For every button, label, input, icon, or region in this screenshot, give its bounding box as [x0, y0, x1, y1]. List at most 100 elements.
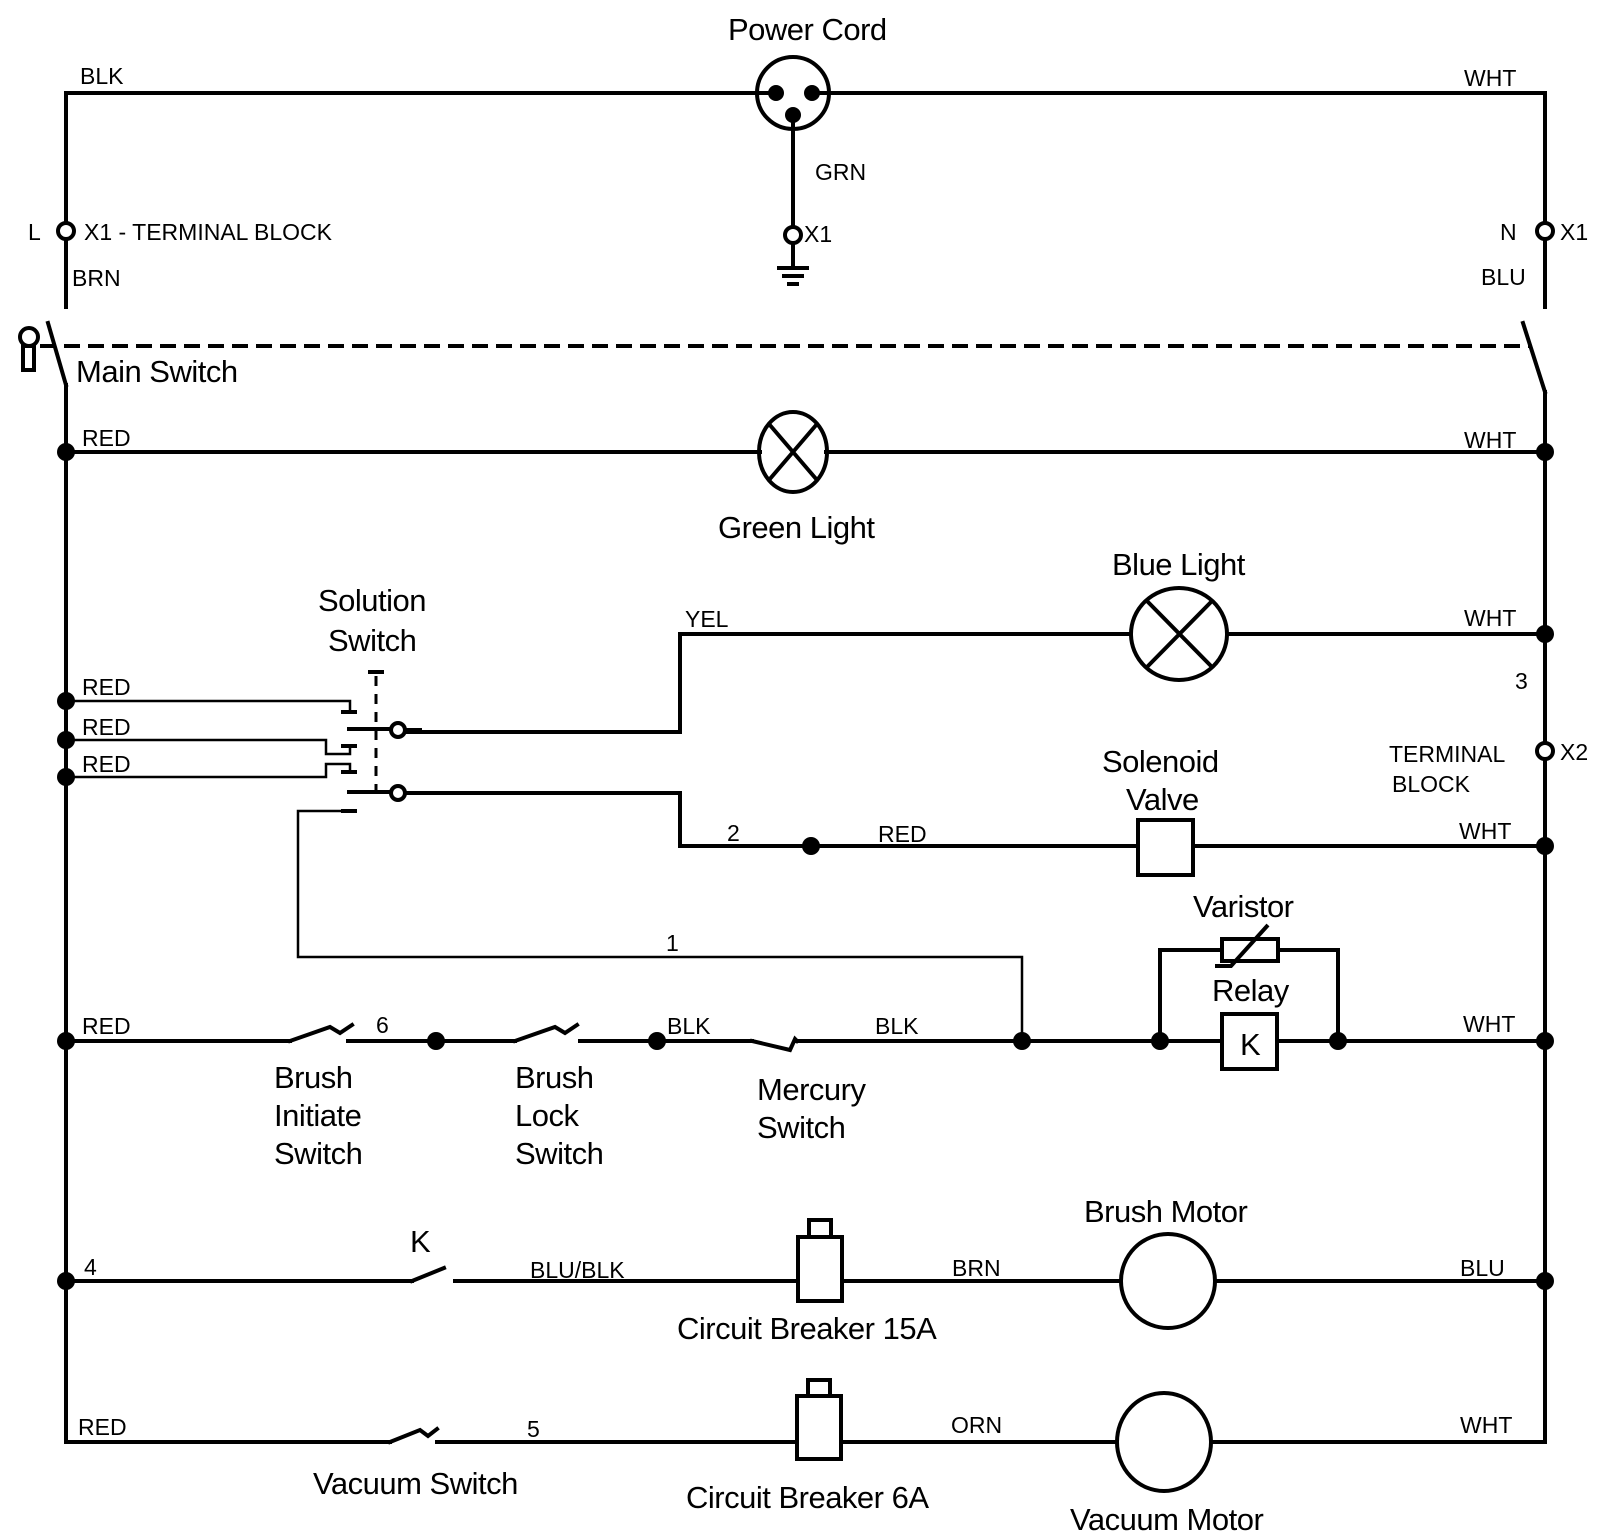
wire-label-brn-top: BRN	[72, 265, 121, 291]
vacuum-switch-label: Vacuum Switch	[313, 1466, 518, 1501]
wire-label-orn: ORN	[951, 1412, 1002, 1438]
wire-number-6: 6	[376, 1012, 389, 1038]
circuit-breaker-6a-label: Circuit Breaker 6A	[686, 1480, 929, 1515]
terminal-n	[1535, 221, 1555, 241]
input-wire-1	[66, 699, 352, 712]
wire-label-wht: WHT	[1464, 605, 1516, 631]
brush-initiate-switch-icon	[287, 1022, 355, 1044]
solenoid-icon	[1136, 818, 1195, 877]
circuit-breaker-6a-icon	[795, 1378, 843, 1461]
terminal-x2-pin: X2	[1560, 739, 1588, 765]
wire-number-4: 4	[84, 1254, 97, 1280]
brush-initiate-label-1: Brush	[274, 1060, 352, 1095]
mercury-switch-label-1: Mercury	[757, 1072, 866, 1107]
ground-icon	[777, 266, 809, 286]
blue-light-rung: YEL WHT Blue Light	[398, 547, 1554, 734]
plug-pin-left	[768, 85, 784, 101]
mercury-switch-icon	[749, 1035, 800, 1053]
terminal-x2	[1535, 741, 1555, 761]
terminal-l	[56, 221, 76, 241]
brush-lock-switch-icon	[512, 1022, 580, 1044]
relay-contact-label: K	[410, 1224, 431, 1259]
main-switch-label: Main Switch	[76, 354, 238, 389]
wire-label-red: RED	[878, 821, 927, 847]
wire-label-red-1: RED	[82, 674, 131, 700]
wire-number-2: 2	[727, 820, 740, 846]
power-cord-label: Power Cord	[728, 12, 887, 47]
blue-light-label: Blue Light	[1112, 547, 1246, 582]
solution-switch: RED RED RED Solution Switch	[57, 583, 427, 813]
circuit-breaker-15a-icon	[796, 1218, 844, 1303]
terminal-l-pin: L	[28, 219, 41, 245]
relay-contact-k-icon	[409, 1265, 447, 1284]
wire-blk	[64, 91, 772, 309]
brush-motor-icon	[1119, 1232, 1217, 1330]
brush-initiate-label-3: Switch	[274, 1136, 362, 1171]
green-light-rung: RED WHT Green Light	[57, 410, 1554, 545]
wire-label-wht-top: WHT	[1464, 65, 1516, 91]
wire-number-3: 3	[1515, 668, 1528, 694]
input-wire-3	[66, 762, 352, 779]
terminal-n-pin: N	[1500, 219, 1517, 245]
terminal-block-x2: 3 TERMINAL BLOCK X2	[1389, 668, 1588, 797]
varistor-icon	[1220, 937, 1280, 963]
ground-terminal-label: X1	[804, 221, 832, 247]
wire-label-blk-2: BLK	[875, 1013, 919, 1039]
circuit-breaker-15a-label: Circuit Breaker 15A	[677, 1311, 937, 1346]
terminal-block-x1: L X1 - TERMINAL BLOCK BRN N X1 BLU	[28, 219, 1588, 291]
power-cord: Power Cord BLK WHT GRN X1	[64, 12, 1547, 309]
main-switch: Main Switch	[18, 320, 1548, 395]
wire-label-red: RED	[82, 1013, 131, 1039]
lamp-icon	[1129, 586, 1229, 682]
wire-label-yel: YEL	[685, 606, 729, 632]
brush-motor-rung: 4 K BLU/BLK BRN BLU Brush Motor Circuit …	[57, 1194, 1554, 1346]
varistor-label: Varistor	[1193, 889, 1294, 924]
solenoid-label-2: Valve	[1126, 782, 1199, 817]
wire-label-blu: BLU	[1460, 1255, 1505, 1281]
wire-label-blk-1: BLK	[667, 1013, 711, 1039]
wire-label-wht: WHT	[1460, 1412, 1512, 1438]
brush-lock-label-3: Switch	[515, 1136, 603, 1171]
mercury-switch-label-2: Switch	[757, 1110, 845, 1145]
brush-motor-label: Brush Motor	[1084, 1194, 1248, 1229]
solenoid-valve-rung: 2 RED WHT Solenoid Valve	[418, 744, 1554, 877]
terminal-l-label: X1 - TERMINAL BLOCK	[84, 219, 333, 245]
wire-label-wht: WHT	[1463, 1011, 1515, 1037]
key-lock-icon	[18, 326, 40, 372]
wire-label-blu-blk: BLU/BLK	[530, 1257, 625, 1283]
vacuum-motor-rung: RED 5 ORN WHT Vacuum Switch Circuit Brea…	[64, 1378, 1547, 1536]
wire-1	[296, 809, 1024, 1041]
green-light-label: Green Light	[718, 510, 875, 545]
wire-label-brn: BRN	[952, 1255, 1001, 1281]
wire-wht	[810, 91, 1547, 309]
terminal-x2-label-2: BLOCK	[1392, 771, 1471, 797]
solution-switch-label-2: Switch	[328, 623, 416, 658]
vacuum-motor-label: Vacuum Motor	[1070, 1502, 1263, 1536]
brush-lock-label-1: Brush	[515, 1060, 593, 1095]
input-wire-2	[66, 738, 352, 756]
wire-label-red-3: RED	[82, 751, 131, 777]
terminal-x2-label-1: TERMINAL	[1389, 741, 1506, 767]
lamp-icon	[757, 410, 829, 494]
wire-number-1: 1	[666, 930, 679, 956]
brush-lock-label-2: Lock	[515, 1098, 579, 1133]
wire-label-blk: BLK	[80, 63, 124, 89]
vacuum-switch-icon	[387, 1426, 440, 1445]
brush-initiate-label-2: Initiate	[274, 1098, 361, 1133]
wire-label-wht: WHT	[1464, 427, 1516, 453]
terminal-n-label: X1	[1560, 219, 1588, 245]
solenoid-label-1: Solenoid	[1102, 744, 1219, 779]
solution-switch-label-1: Solution	[318, 583, 426, 618]
wire-label-red: RED	[78, 1414, 127, 1440]
relay-label: Relay	[1212, 973, 1290, 1008]
wire-label-red: RED	[82, 425, 131, 451]
wire-label-red-2: RED	[82, 714, 131, 740]
ground-terminal	[783, 225, 803, 245]
wire-label-wht: WHT	[1459, 818, 1511, 844]
relay-rung: 1 RED 6 BLK BLK WHT Brush Initiate	[57, 809, 1554, 1171]
wire-number-5: 5	[527, 1416, 540, 1442]
wire-label-grn: GRN	[815, 159, 866, 185]
vacuum-motor-icon	[1115, 1391, 1213, 1493]
wire-label-blu-top: BLU	[1481, 264, 1526, 290]
